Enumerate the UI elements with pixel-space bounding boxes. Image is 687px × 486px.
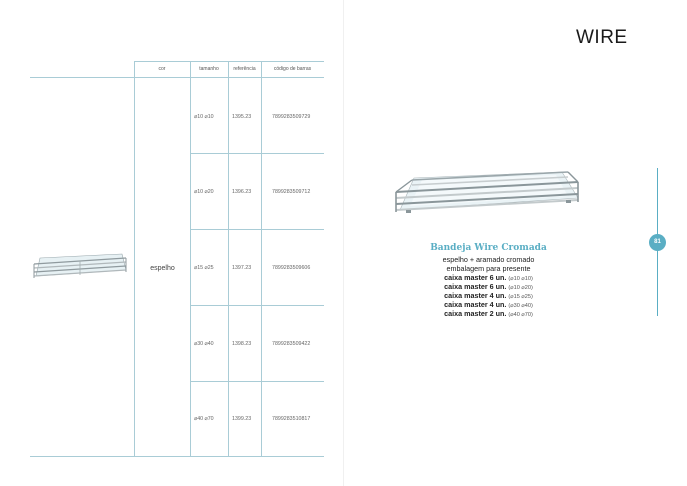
row-divider xyxy=(190,381,324,382)
row-divider xyxy=(190,153,324,154)
cell-referencia: 1398.23 xyxy=(232,341,252,347)
pack-size: (⌀10 ⌀20) xyxy=(508,285,533,291)
pack-label: caixa master 4 un. xyxy=(444,291,507,300)
cell-tamanho: ⌀30 ⌀40 xyxy=(194,341,214,347)
cell-tamanho: ⌀15 ⌀25 xyxy=(194,265,214,271)
tray-photo xyxy=(395,171,579,213)
cell-referencia: 1395.23 xyxy=(232,114,252,120)
col-divider xyxy=(228,61,229,456)
col-divider xyxy=(261,61,262,456)
product-title: Bandeja Wire Cromada xyxy=(430,243,547,253)
table-top-rule xyxy=(134,61,324,62)
cell-codigo: 7899283509422 xyxy=(272,341,311,347)
cell-tamanho: ⌀40 ⌀70 xyxy=(194,416,214,422)
pack-line: caixa master 2 un. (⌀40 ⌀70) xyxy=(396,309,581,320)
page-number-badge: 81 xyxy=(649,234,666,251)
page-spine xyxy=(343,0,344,486)
header-cor: cor xyxy=(158,66,166,72)
cell-codigo: 7899283509729 xyxy=(272,114,311,120)
row-divider xyxy=(190,229,324,230)
pack-size: (⌀15 ⌀25) xyxy=(508,294,533,300)
pack-label: caixa master 6 un. xyxy=(444,282,507,291)
header-referencia: referência xyxy=(233,66,256,72)
cell-referencia: 1399.23 xyxy=(232,416,252,422)
cell-codigo: 7899283510817 xyxy=(272,416,311,422)
pack-label: caixa master 4 un. xyxy=(444,300,507,309)
table-bottom-rule xyxy=(30,456,324,457)
cell-tamanho: ⌀10 ⌀10 xyxy=(194,114,214,120)
row-divider xyxy=(190,305,324,306)
product-description-line: embalagem para presente xyxy=(446,264,531,273)
cor-value: espelho xyxy=(150,265,175,272)
pack-line: caixa master 4 un. (⌀30 ⌀40) xyxy=(396,300,581,311)
pack-line: caixa master 4 un. (⌀15 ⌀25) xyxy=(396,291,581,302)
pack-size: (⌀40 ⌀70) xyxy=(508,312,533,318)
pack-line: caixa master 6 un. (⌀10 ⌀10) xyxy=(396,273,581,284)
product-description-line: espelho + aramado cromado xyxy=(442,255,535,264)
col-divider xyxy=(134,61,135,456)
brand-title: WIRE xyxy=(576,27,628,48)
pack-label: caixa master 2 un. xyxy=(444,309,507,318)
cell-referencia: 1397.23 xyxy=(232,265,252,271)
pack-label: caixa master 6 un. xyxy=(444,273,507,282)
header-tamanho: tamanho xyxy=(199,66,219,72)
cell-referencia: 1396.23 xyxy=(232,189,252,195)
cell-tamanho: ⌀10 ⌀20 xyxy=(194,189,214,195)
pack-line: caixa master 6 un. (⌀10 ⌀20) xyxy=(396,282,581,293)
cell-codigo: 7899283509712 xyxy=(272,189,311,195)
pack-size: (⌀10 ⌀10) xyxy=(508,276,533,282)
header-codigo: código de barras xyxy=(273,66,312,72)
pack-size: (⌀30 ⌀40) xyxy=(508,303,533,309)
col-divider xyxy=(190,61,191,456)
cell-codigo: 7899283509606 xyxy=(272,265,311,271)
tray-thumbnail xyxy=(33,253,127,278)
table-header-rule xyxy=(30,77,324,78)
